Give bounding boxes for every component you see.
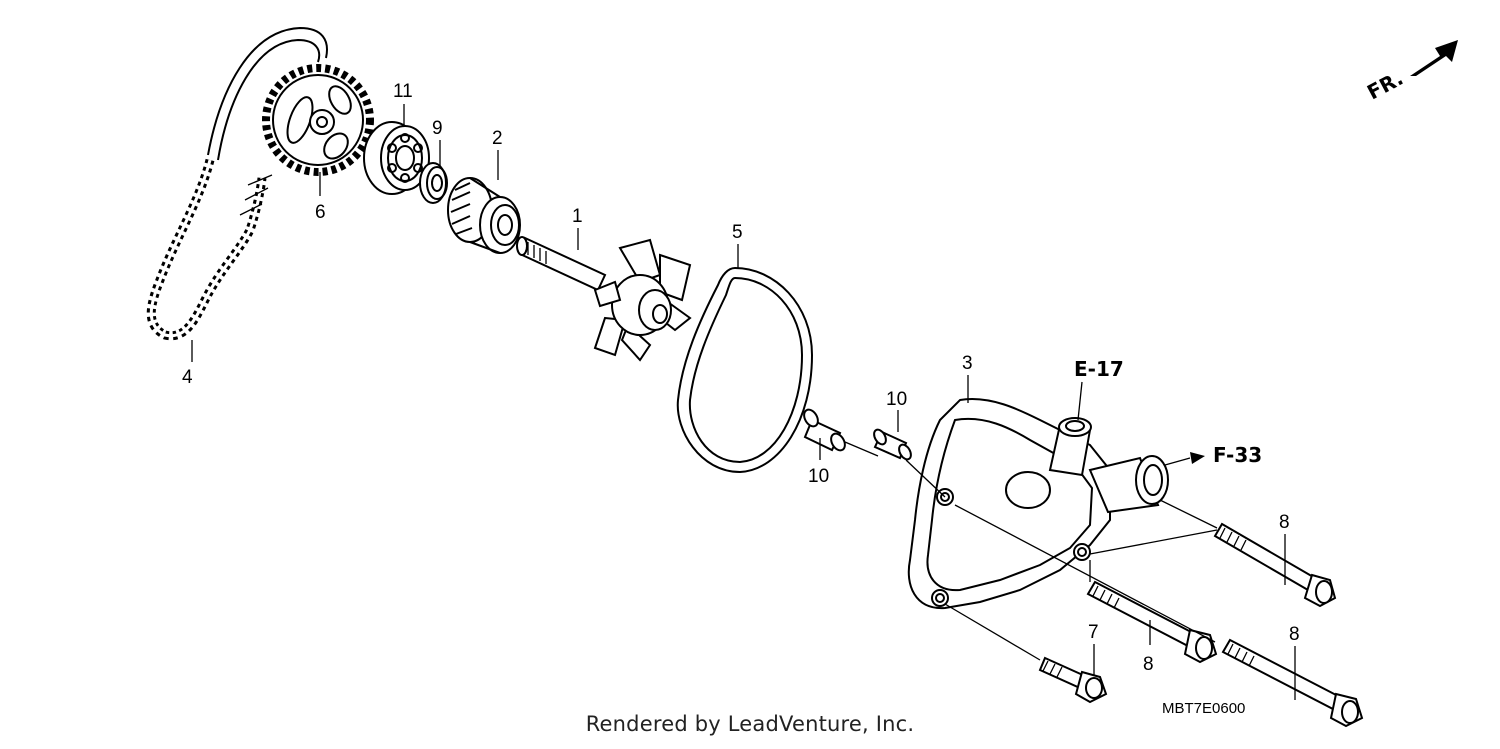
bolt-short	[1038, 656, 1108, 704]
callout-10-left: 10	[808, 466, 829, 487]
callout-1: 1	[572, 206, 583, 227]
sprocket	[262, 64, 374, 176]
front-direction-arrow-icon	[1410, 40, 1458, 76]
mechanical-seal	[447, 177, 521, 254]
bolt-lower	[1221, 638, 1364, 728]
callout-9: 9	[432, 118, 443, 139]
callout-10-right: 10	[886, 389, 907, 410]
callout-11: 11	[393, 81, 413, 102]
callout-6: 6	[315, 202, 326, 223]
callout-7: 7	[1088, 622, 1099, 643]
callout-8-middle: 8	[1143, 654, 1154, 675]
dowel-pin-right	[873, 428, 912, 461]
dowel-pin-left	[803, 408, 846, 452]
front-direction-label: FR.	[1363, 66, 1407, 105]
callout-8-lower: 8	[1289, 624, 1300, 645]
bearing	[363, 121, 430, 195]
bolt-middle	[1086, 580, 1218, 664]
callout-3: 3	[962, 353, 973, 374]
callout-2: 2	[492, 128, 503, 149]
bolt-upper	[1213, 522, 1337, 608]
callout-8-upper: 8	[1279, 512, 1290, 533]
callout-4: 4	[182, 367, 193, 388]
reference-f33: F-33	[1213, 443, 1262, 467]
reference-e17: E-17	[1074, 357, 1124, 381]
impeller-shaft	[516, 236, 607, 292]
o-ring	[676, 266, 814, 474]
render-credit: Rendered by LeadVenture, Inc.	[585, 712, 915, 736]
water-pump-cover	[907, 398, 1169, 610]
diagram-code: MBT7E0600	[1162, 700, 1245, 717]
cam-chain	[146, 26, 328, 341]
assembly-lines	[844, 441, 1218, 661]
impeller	[593, 238, 692, 362]
oil-seal	[419, 162, 448, 204]
callout-5: 5	[732, 222, 743, 243]
leader-lines	[191, 104, 1296, 700]
